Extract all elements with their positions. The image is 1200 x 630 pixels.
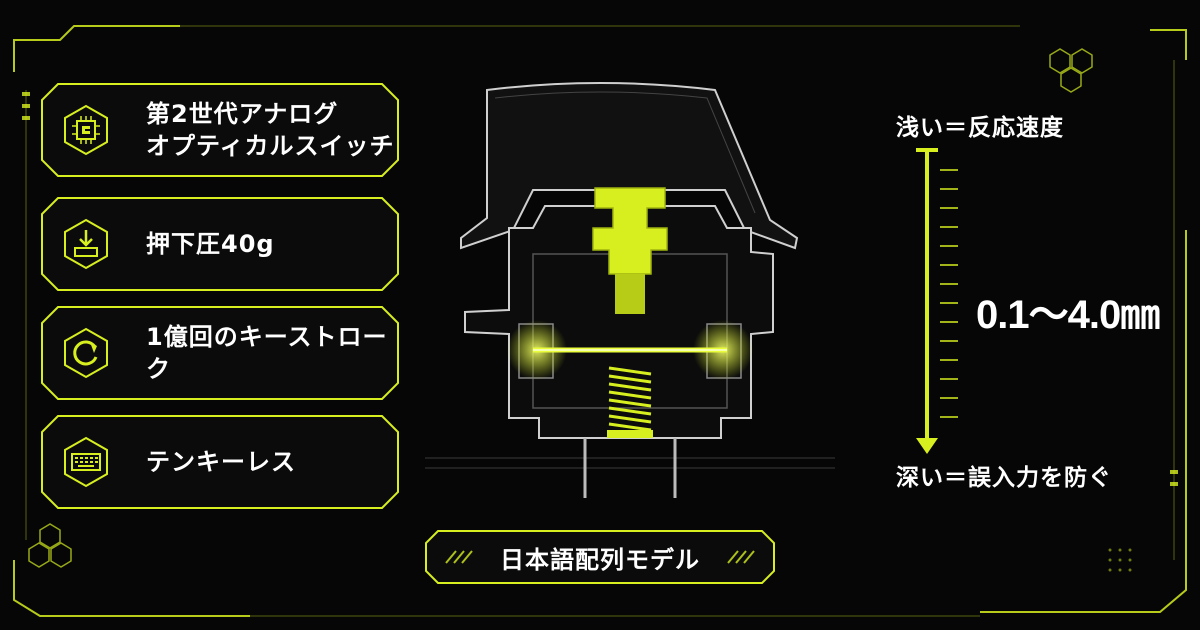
- feature-label-line: 押下圧40g: [146, 230, 275, 258]
- feature-item: 押下圧40g: [40, 196, 400, 292]
- scale-bottom-label: 深い＝誤入力を防ぐ: [896, 465, 1112, 491]
- feature-label: 1億回のキーストローク: [146, 305, 396, 401]
- actuation-range: 0.1〜4.0㎜: [976, 293, 1160, 337]
- layout-badge: 日本語配列モデル: [424, 529, 776, 585]
- feature-label-line: テンキーレス: [146, 448, 296, 476]
- layout-badge-label: 日本語配列モデル: [500, 545, 700, 574]
- feature-item: 1億回のキーストローク: [40, 305, 400, 401]
- feature-item: 第2世代アナログ オプティカルスイッチ: [40, 82, 400, 178]
- refresh-icon: [64, 327, 108, 379]
- feature-label: 第2世代アナログ オプティカルスイッチ: [146, 82, 396, 178]
- feature-label: 押下圧40g: [146, 196, 396, 292]
- keyboard-icon: [64, 436, 108, 488]
- feature-label: テンキーレス: [146, 414, 396, 510]
- scale-top-label: 浅い＝反応速度: [896, 115, 1064, 141]
- feature-label-line: 1億回のキーストローク: [146, 323, 388, 383]
- travel-scale: [916, 148, 958, 454]
- optical-switch-illustration: [425, 82, 835, 498]
- keypress-icon: [64, 218, 108, 270]
- feature-label-line: 第2世代アナログ: [146, 100, 339, 128]
- chip-icon: [64, 104, 108, 156]
- feature-item: テンキーレス: [40, 414, 400, 510]
- feature-label-line: オプティカルスイッチ: [146, 132, 395, 160]
